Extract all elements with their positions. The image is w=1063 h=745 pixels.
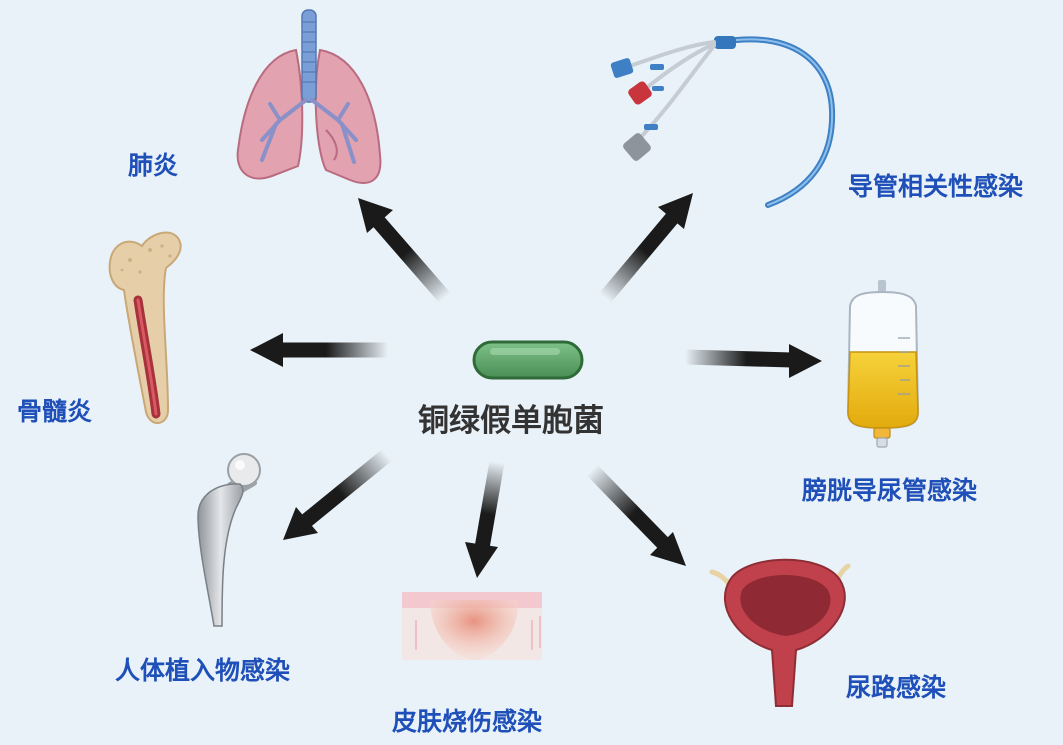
label-uti: 尿路感染 xyxy=(846,673,946,702)
label-pneumonia: 肺炎 xyxy=(128,151,178,180)
urine-bag-icon xyxy=(846,280,920,448)
arrow-to-osteomyelitis xyxy=(250,333,388,367)
label-implant: 人体植入物感染 xyxy=(115,656,290,685)
label-burn: 皮肤烧伤感染 xyxy=(392,707,542,736)
hip-implant-icon xyxy=(197,453,261,627)
bladder-icon xyxy=(709,558,851,707)
catheter-icon xyxy=(610,36,836,208)
lungs-icon xyxy=(236,9,382,184)
femur-bone-icon xyxy=(108,231,182,424)
arrow-to-uti xyxy=(586,464,686,566)
arrow-to-burn xyxy=(465,460,505,578)
center-label: 铜绿假单胞菌 xyxy=(418,403,604,439)
arrow-to-pneumonia xyxy=(358,198,451,303)
arrow-to-implant xyxy=(283,449,392,540)
skin-burn-icon xyxy=(402,592,542,660)
label-urinary-catheter: 膀胱导尿管感染 xyxy=(801,476,977,505)
label-catheter: 导管相关性感染 xyxy=(848,172,1023,201)
arrow-to-urinary-catheter xyxy=(684,344,822,378)
arrow-to-catheter xyxy=(599,193,693,303)
label-osteomyelitis: 骨髓炎 xyxy=(17,397,92,426)
bacterium-rod-icon xyxy=(472,340,584,380)
